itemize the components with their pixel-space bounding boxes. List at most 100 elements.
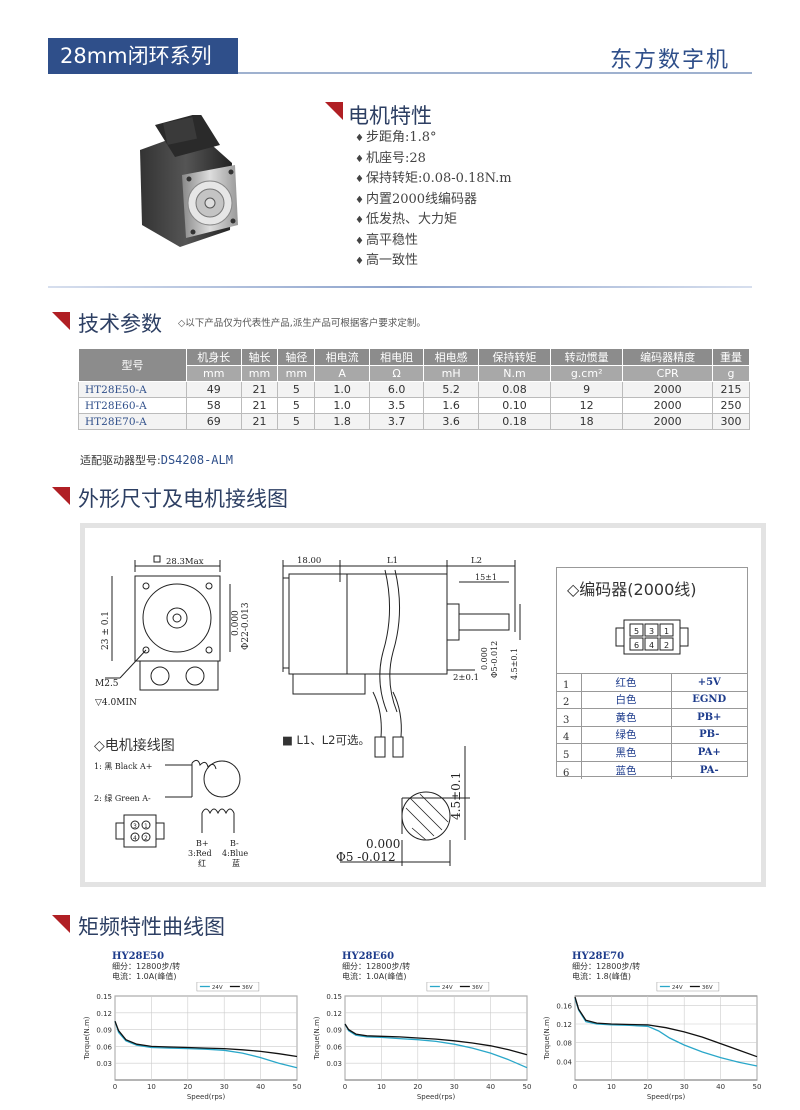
dim-big3: Φ5 -0.012 [336, 850, 396, 864]
table-cell: 1.0 [314, 397, 370, 414]
x-tick-label: 50 [523, 1083, 532, 1091]
series-line [344, 1023, 528, 1069]
chart-title: HY28E50 [112, 951, 165, 962]
tech-params-title: 技术参数 [78, 312, 162, 336]
dim-height: 23 ± 0.1 [101, 611, 111, 650]
x-tick-label: 40 [486, 1083, 495, 1091]
chart-subtitle-2: 电流：1.0A(峰值) [112, 972, 177, 981]
y-tick-label: 0.09 [96, 1027, 112, 1035]
chart-subtitle-2: 电流：1.0A(峰值) [342, 972, 407, 981]
enc-color: 绿色 [581, 725, 672, 744]
x-tick-label: 10 [377, 1083, 386, 1091]
col-header: 相电流 [314, 348, 370, 366]
dim-shaft-len: 18.00 [297, 556, 321, 566]
enc-signal: PA+ [671, 743, 747, 761]
series-title: 28mm闭环系列 [48, 38, 238, 74]
length-note: ■ L1、L2可选。 [282, 733, 370, 747]
spec-table: 型号 机身长 轴长 轴径 相电流 相电阻 相电感 保持转矩 转动惯量 编码器精度… [78, 348, 750, 430]
wire-b-minus-cn: 蓝 [232, 858, 240, 868]
model-header: 型号 [78, 348, 187, 382]
motor-features-list: 步距角:1.8° 机座号:28 保持转矩:0.08-0.18N.m 内置2000… [355, 128, 512, 272]
table-cell: 250 [712, 397, 750, 414]
wire-b-plus-cn: 红 [198, 858, 206, 868]
series-line [574, 998, 758, 1067]
enc-color: 黄色 [581, 708, 672, 726]
shaft-section-drawing: 4.5±0.1 0.000 Φ5 -0.012 [336, 746, 470, 866]
x-tick-label: 30 [450, 1083, 459, 1091]
x-tick-label: 40 [256, 1083, 265, 1091]
enc-idx: 5 [557, 743, 582, 761]
tech-params-note: ◇以下产品仅为代表性产品,派生产品可根据客户要求定制。 [178, 318, 426, 329]
col-unit: A [314, 365, 370, 382]
table-cell: 2000 [622, 413, 714, 430]
driver-model: DS4208-ALM [160, 453, 233, 467]
feature-item: 步距角:1.8° [355, 128, 512, 149]
enc-signal: PB- [671, 725, 747, 744]
table-cell: 18 [550, 413, 624, 430]
plot-frame [114, 995, 298, 1081]
dim-s3: Φ5-0.012 [490, 641, 499, 678]
legend-label: 36V [242, 985, 253, 991]
y-tick-label: 0.12 [96, 1010, 112, 1018]
enc-color: 红色 [581, 673, 672, 691]
enc-pin: 6 [634, 641, 639, 650]
chart-subtitle-1: 细分：12800步/转 [572, 962, 641, 971]
x-tick-label: 50 [753, 1083, 762, 1091]
col-header: 编码器精度 [622, 348, 714, 366]
driver-label: 适配驱动器型号: [80, 454, 161, 467]
x-tick-label: 40 [716, 1083, 725, 1091]
y-tick-label: 0.12 [326, 1010, 342, 1018]
table-cell: 21 [240, 397, 279, 414]
legend-label: 24V [672, 985, 683, 991]
x-tick-label: 30 [220, 1083, 229, 1091]
table-cell: 21 [240, 381, 279, 398]
section-marker [52, 487, 70, 505]
series-line [114, 1021, 298, 1069]
enc-pin: 2 [664, 641, 669, 650]
y-tick-label: 0.03 [96, 1060, 112, 1068]
col-unit: CPR [622, 365, 714, 382]
legend-box [196, 981, 260, 992]
enc-pin: 5 [634, 627, 639, 636]
chart-title: HY28E60 [342, 951, 395, 962]
section-divider [48, 286, 752, 288]
col-header: 转动惯量 [550, 348, 624, 366]
x-tick-label: 0 [113, 1083, 117, 1091]
legend-label: 24V [442, 985, 453, 991]
y-tick-label: 0.16 [556, 1002, 572, 1010]
feature-item: 内置2000线编码器 [355, 190, 512, 211]
col-header: 轴长 [240, 348, 279, 366]
y-axis-label: Torque(N.m) [543, 1016, 551, 1060]
table-cell: 0.08 [477, 381, 552, 398]
table-cell: 5 [277, 413, 316, 430]
col-header: 轴径 [277, 348, 316, 366]
y-tick-label: 0.09 [326, 1027, 342, 1035]
dim-depth: ▽4.0MIN [95, 698, 137, 708]
feature-item: 机座号:28 [355, 149, 512, 170]
encoder-title: ◇编码器(2000线) [567, 580, 697, 599]
table-cell: 49 [186, 381, 242, 398]
y-axis-label: Torque(N.m) [83, 1016, 91, 1060]
wiring-diagram: 1: 黑 Black A+ 2: 绿 Green A- 3 1 4 2 B+ 3… [94, 759, 248, 868]
x-axis-label: Speed(rps) [647, 1093, 686, 1101]
enc-color: 白色 [581, 690, 672, 709]
dim-l1: L1 [387, 556, 398, 566]
col-unit: g.cm² [550, 365, 624, 382]
y-tick-label: 0.03 [326, 1060, 342, 1068]
table-cell: 21 [240, 413, 279, 430]
feature-item: 保持转矩:0.08-0.18N.m [355, 169, 512, 190]
model-cell: HT28E60-A [78, 397, 187, 414]
x-tick-label: 0 [343, 1083, 347, 1091]
front-view-drawing: 28.3Max 0.000 Φ22-0.013 23 ± 0.1 M2.5 ▽4… [95, 555, 251, 708]
